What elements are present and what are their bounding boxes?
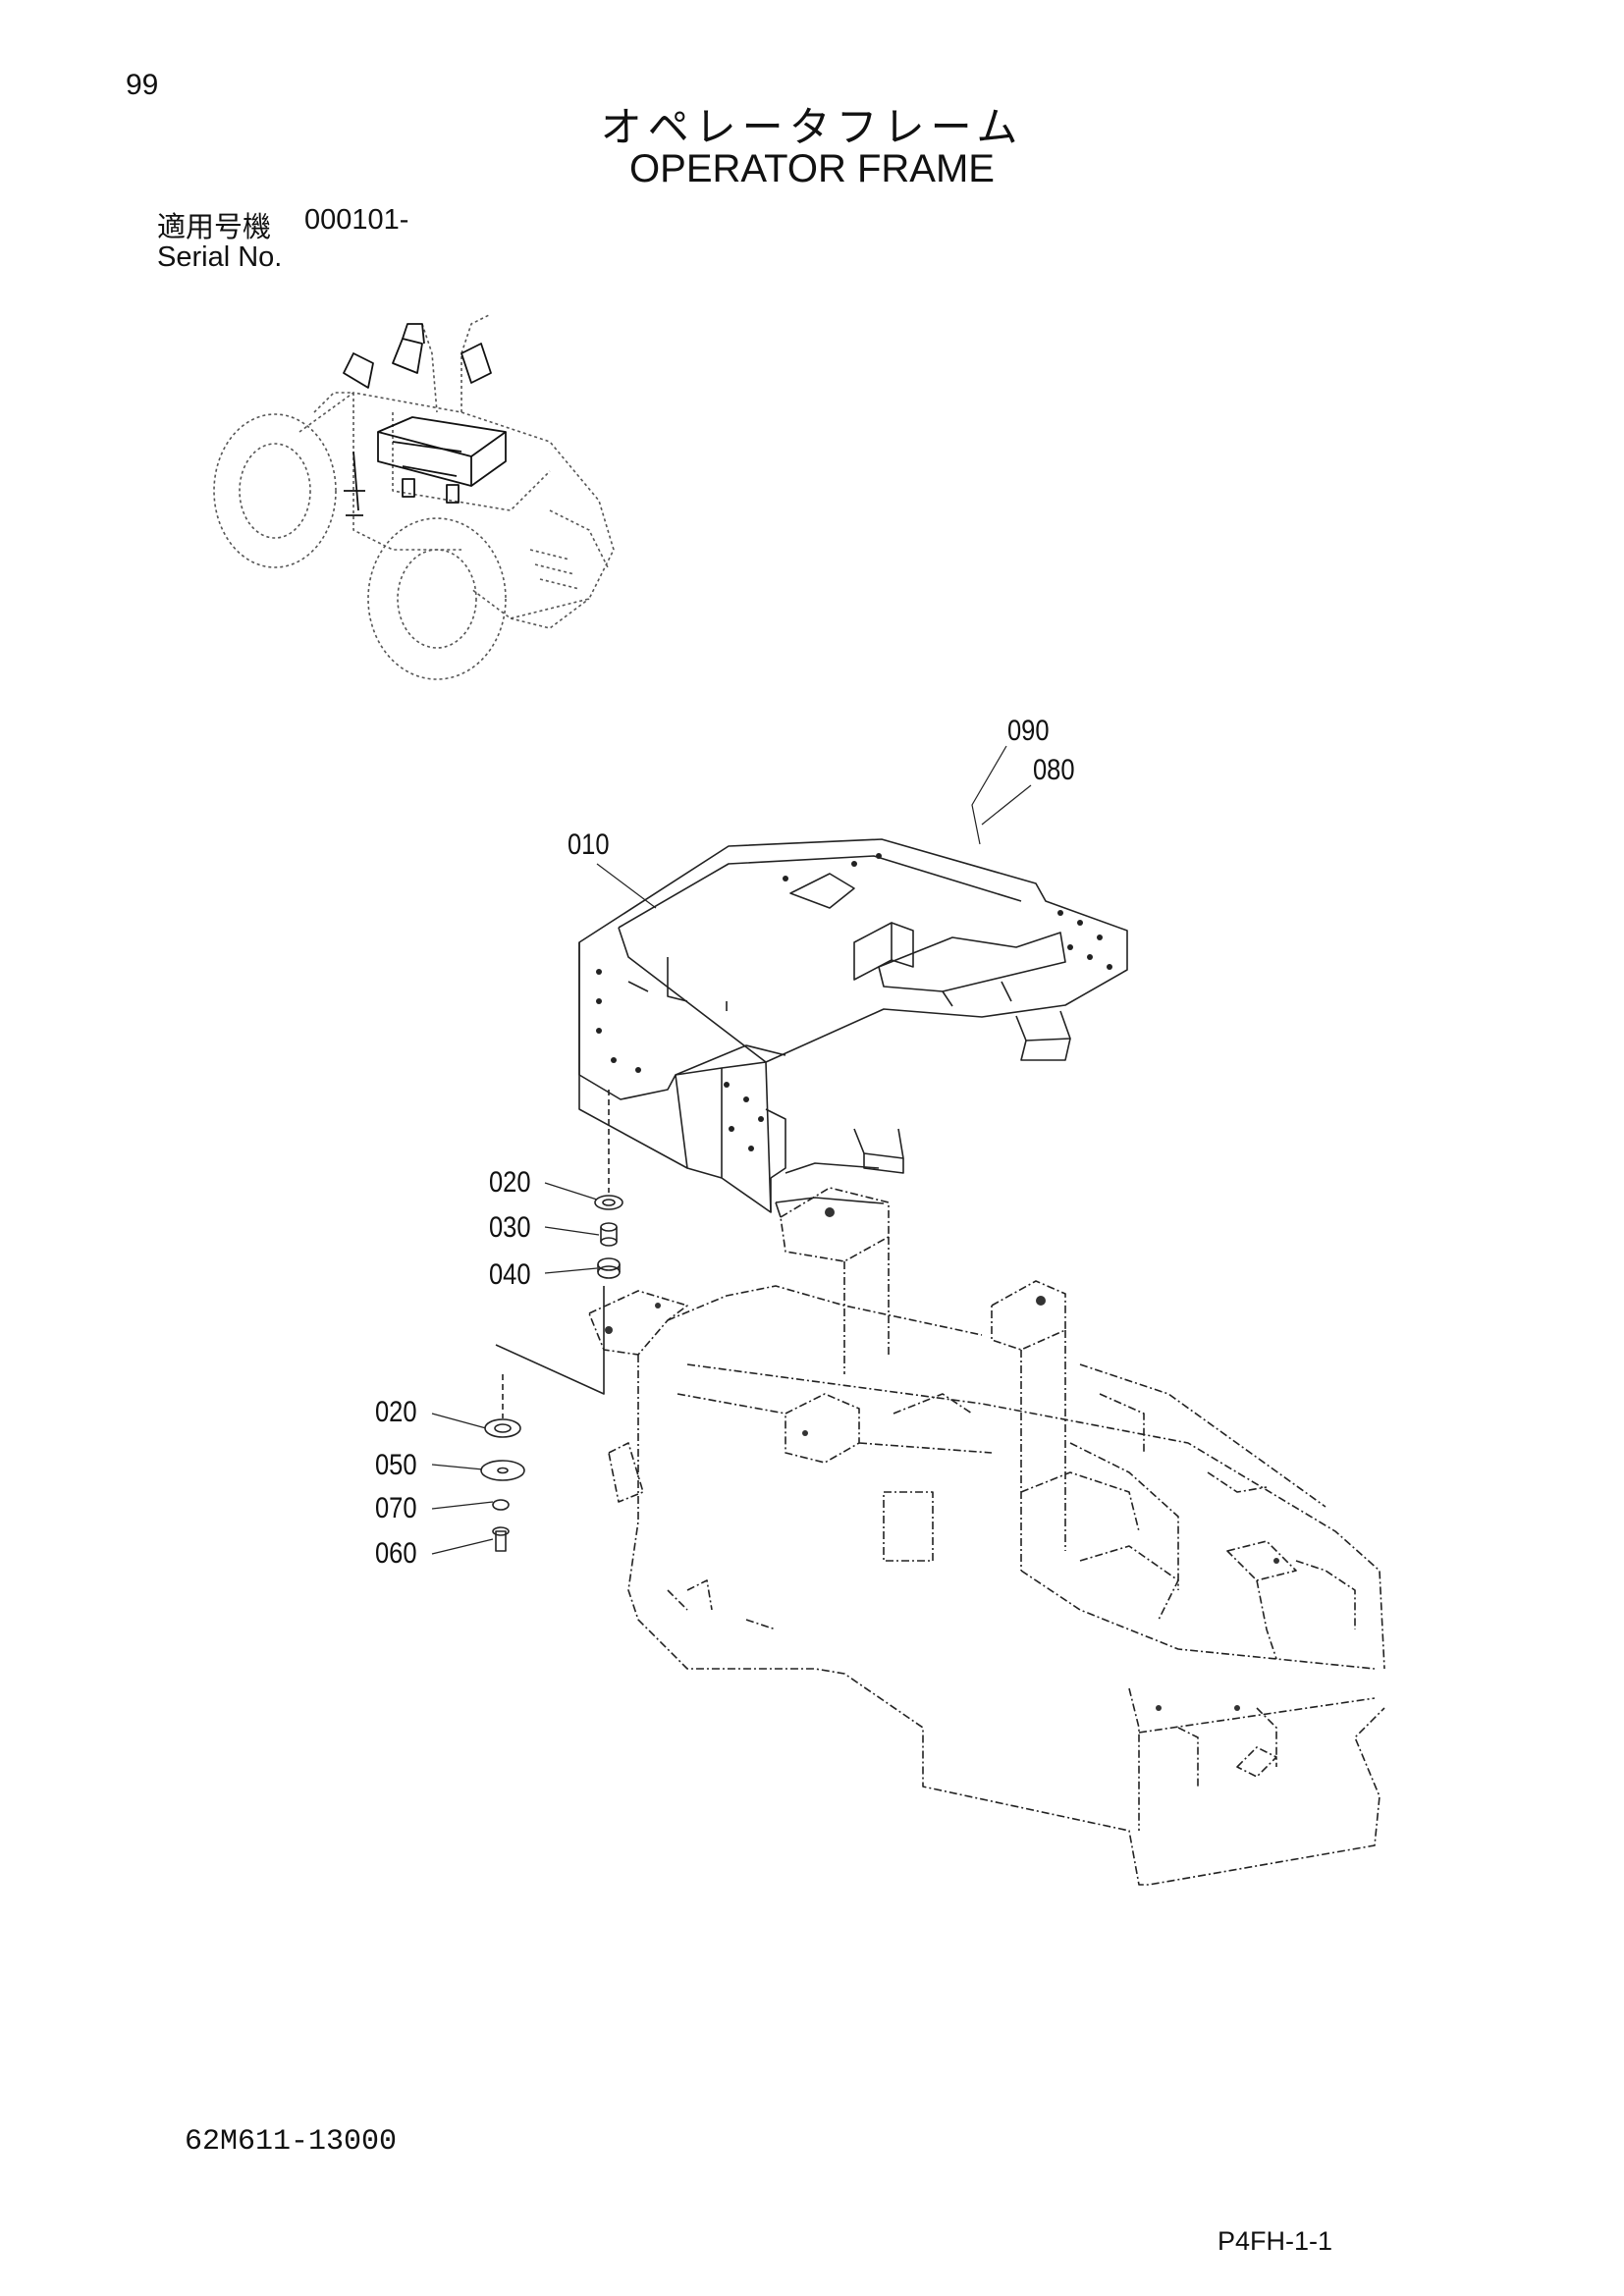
callout-080: 080 [1033, 754, 1075, 786]
page-title-japanese: オペレータフレーム [600, 103, 1024, 151]
mounting-parts [480, 1090, 623, 1552]
callout-040: 040 [489, 1258, 531, 1291]
main-frame-assembly [588, 1187, 1385, 1886]
main-frame-bolt-holes [605, 1207, 1279, 1711]
callout-010: 010 [568, 828, 610, 861]
machine-overview-illustration [213, 313, 615, 680]
operator-frame-part-010 [578, 838, 1128, 1218]
callout-020-top: 020 [489, 1166, 531, 1199]
machine-overview-highlight [343, 323, 507, 516]
callout-030: 030 [489, 1211, 531, 1244]
callout-050: 050 [375, 1449, 417, 1481]
serial-label-japanese: 適用号機 [157, 210, 272, 243]
leader-lines [431, 745, 1032, 1555]
serial-number-value: 000101- [304, 204, 409, 236]
callout-090: 090 [1007, 715, 1050, 747]
frame-bolt-holes [596, 853, 1112, 1151]
page-number: 99 [126, 69, 159, 101]
page-code: P4FH-1-1 [1218, 2226, 1333, 2256]
page-title-english: OPERATOR FRAME [629, 147, 995, 190]
callout-070: 070 [375, 1492, 417, 1524]
callout-020-bottom: 020 [375, 1396, 417, 1428]
drawing-number: 62M611-13000 [185, 2125, 398, 2159]
callout-060: 060 [375, 1537, 417, 1570]
serial-label-english: Serial No. [157, 241, 283, 273]
